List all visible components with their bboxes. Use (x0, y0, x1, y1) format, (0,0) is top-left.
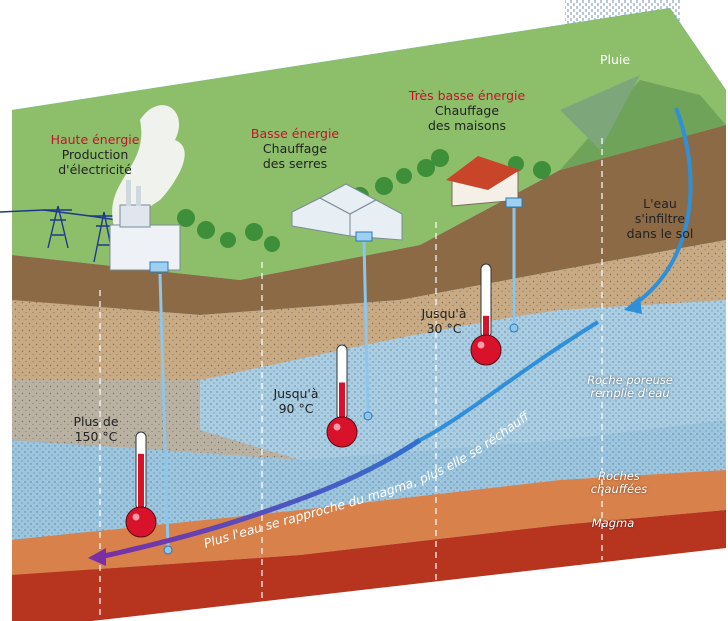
label-low-energy-title: Basse énergie (230, 126, 360, 141)
label-very-low-energy-title: Très basse énergie (392, 88, 542, 103)
label-heated-rocks-line2: chauffées (574, 483, 664, 496)
label-high-energy: Haute énergie Production d'électricité (30, 132, 160, 177)
thermometer-label-90-line1: Jusqu'à (266, 386, 326, 401)
label-high-energy-line2: d'électricité (30, 162, 160, 177)
label-low-energy-line1: Chauffage (230, 141, 360, 156)
label-infiltration: L'eau s'infiltre dans le sol (620, 196, 700, 241)
label-infiltration-line3: dans le sol (620, 226, 700, 241)
thermometer-label-150-line2: 150 °C (66, 429, 126, 444)
label-high-energy-title: Haute énergie (30, 132, 160, 147)
label-very-low-energy: Très basse énergie Chauffage des maisons (392, 88, 542, 133)
label-high-energy-line1: Production (30, 147, 160, 162)
label-very-low-energy-line1: Chauffage (392, 103, 542, 118)
label-magma: Magma (578, 517, 648, 530)
thermometer-150-level (138, 454, 144, 514)
label-low-energy: Basse énergie Chauffage des serres (230, 126, 360, 171)
label-infiltration-line2: s'infiltre (620, 211, 700, 226)
label-rain: Pluie (590, 52, 640, 67)
label-heated-rocks: Roches chauffées (574, 470, 664, 496)
label-low-energy-line2: des serres (230, 156, 360, 171)
label-porous-rock-line2: remplie d'eau (570, 387, 690, 400)
thermometer-label-90: Jusqu'à 90 °C (266, 386, 326, 416)
thermometer-label-30-line1: Jusqu'à (414, 306, 474, 321)
thermometer-label-150-line1: Plus de (66, 414, 126, 429)
label-very-low-energy-line2: des maisons (392, 118, 542, 133)
thermometer-label-90-line2: 90 °C (266, 401, 326, 416)
label-infiltration-line1: L'eau (620, 196, 700, 211)
thermometer-label-30: Jusqu'à 30 °C (414, 306, 474, 336)
thermometer-label-30-line2: 30 °C (414, 321, 474, 336)
label-porous-rock: Roche poreuse remplie d'eau (570, 374, 690, 400)
thermometer-label-150: Plus de 150 °C (66, 414, 126, 444)
